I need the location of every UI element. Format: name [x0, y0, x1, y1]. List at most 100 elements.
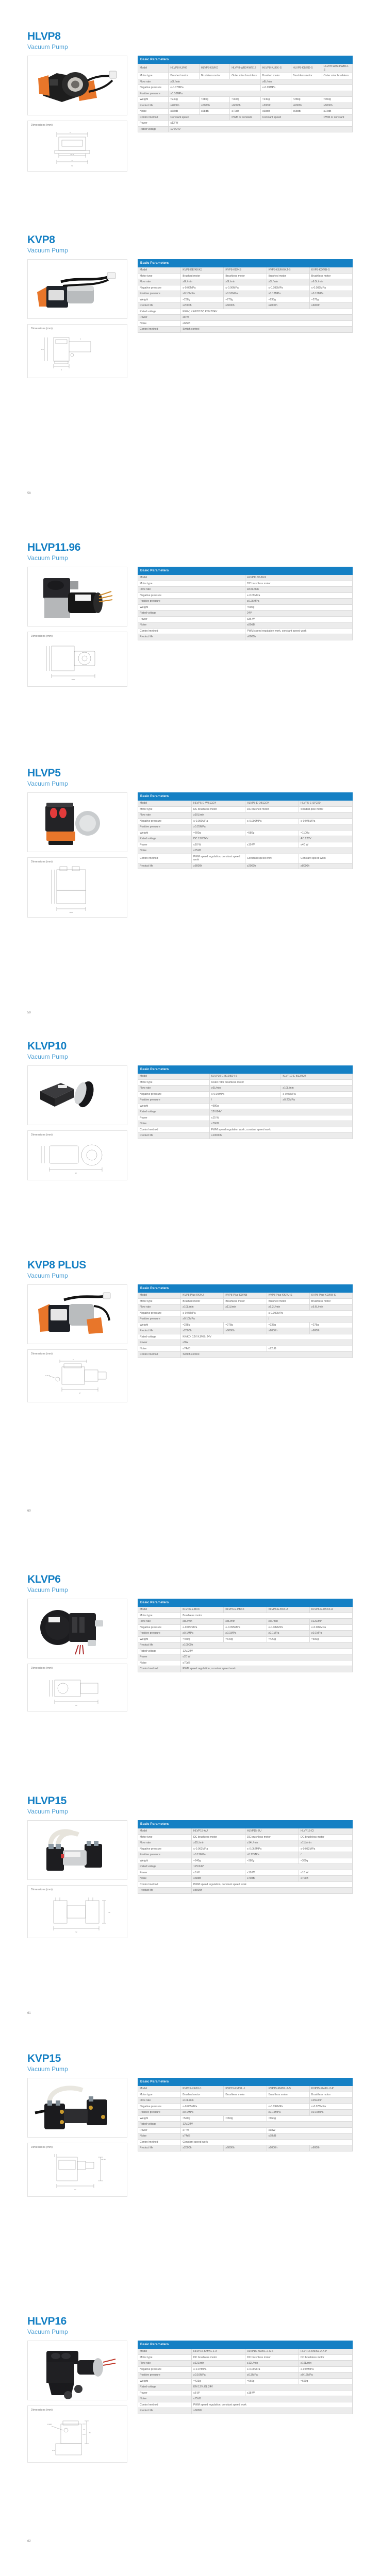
spec-label: Control method: [137, 1351, 181, 1358]
table-row: Positive pressure≥0.10MPa≥0.10MPa≥0.12MP…: [137, 291, 353, 297]
product-title: HLVP5: [27, 767, 61, 779]
product-media-column: Dimensions (mm)116.1: [27, 567, 127, 687]
table-row: Positive pressure≥0.12MPa≥0.12MPa/: [138, 1852, 353, 1858]
dimensions-drawing: 116.1: [31, 865, 124, 915]
product-subtitle: Vacuum Pump: [27, 554, 68, 562]
spec-value: DC brushless motor: [299, 2354, 353, 2361]
product-media-column: Dimensions (mm)86: [27, 1599, 127, 1712]
spec-label: Flow rate: [137, 1618, 181, 1625]
spec-label: Control method: [138, 1126, 210, 1133]
spec-value: ≈278g: [223, 1321, 267, 1329]
spec-value: ≤68dB: [168, 108, 200, 115]
spec-value: ≤12 W: [168, 120, 353, 127]
spec-label: Power: [138, 1869, 192, 1876]
spec-value: ≈238g: [180, 296, 224, 303]
spec-value: ≥0.12MPa: [191, 1852, 245, 1858]
spec-value: ≤-0.07MPa: [299, 2366, 353, 2373]
spec-label: Power: [138, 841, 192, 849]
spec-label: Model: [138, 574, 245, 581]
spec-value: Brushless motor: [223, 2091, 267, 2098]
spec-value: ≥6.3L/min: [266, 1304, 310, 1311]
spec-value: ≥2000h: [260, 102, 292, 109]
table-row: Noise≤68dB: [137, 320, 353, 327]
spec-label: Noise: [138, 1875, 192, 1882]
dimensions-label: Dimensions (mm): [31, 860, 53, 864]
table-row: Negative pressure≤-0.06MPa≤-0.06MPa≤-0.0…: [137, 284, 353, 292]
spec-value: KLVP10-E-B12/B24-S: [209, 1073, 282, 1080]
spec-value: KK/KD: 12V KJ/KB: 24V: [180, 1333, 353, 1341]
spec-label: Positive pressure: [138, 598, 245, 605]
spec-value: ≥2000h: [266, 302, 310, 309]
spec-value: ≤-0.07MPa: [180, 1310, 267, 1317]
svg-text:5: 5: [73, 1359, 74, 1361]
svg-text:116.1: 116.1: [69, 911, 73, 913]
spec-label: Control method: [138, 2401, 192, 2409]
spec-value: ≥10L/min: [180, 1304, 224, 1311]
spec-value: ≥6000h: [199, 102, 230, 109]
spec-value: ≈450g: [223, 2115, 267, 2122]
product-subtitle: Vacuum Pump: [27, 1808, 68, 1816]
spec-label: Motor type: [138, 1834, 192, 1841]
spec-value: ≤-0.062MPa: [191, 1845, 245, 1853]
spec-value: ≥10000h: [209, 1132, 353, 1139]
svg-text:ø30: ø30: [52, 2449, 55, 2451]
dimensions-label: Dimensions (mm): [31, 124, 53, 127]
spec-value: ≈240g: [168, 96, 200, 103]
spec-value: ≥6000h: [245, 634, 353, 640]
spec-value: ≥0.3MPa: [245, 2372, 299, 2379]
spec-value: Constant speed work: [180, 2139, 353, 2146]
spec-value: ≥6L/min: [266, 1618, 310, 1625]
spec-value: HLVP16-KM/KL-1-A: [191, 2348, 245, 2355]
spec-value: ≈600g: [245, 604, 353, 611]
product-subtitle: Vacuum Pump: [27, 43, 68, 51]
spec-value: KLVP6-E-DBXX-A: [309, 1606, 353, 1613]
table-row: Flow rate≥8L/min≥6L/min: [137, 78, 353, 86]
table-row: Weight≈423g≈660g≈660g: [138, 2378, 353, 2385]
spec-value: Constant speed: [168, 114, 230, 121]
spec-value: Brushless motor: [309, 1298, 353, 1305]
spec-label: Noise: [138, 622, 245, 629]
spec-label: Rated voltage: [138, 1863, 192, 1870]
spec-label: Flow rate: [138, 1085, 210, 1092]
table-row: Noise≤68dB≤68dB≤72dB≤68dB≤68dB≤72dB: [137, 108, 353, 115]
table-header: Basic Parameters: [138, 56, 353, 64]
spec-label: Weight: [138, 604, 245, 611]
product-photo: [27, 2341, 127, 2401]
spec-value: ≥0.1MPa: [180, 2109, 267, 2116]
spec-value: ≥6000h: [309, 2145, 353, 2151]
spec-label: Negative pressure: [137, 284, 181, 292]
svg-text:87: 87: [74, 2189, 76, 2191]
spec-value: ≥12L/min: [245, 2360, 299, 2367]
spec-label: Control method: [137, 326, 181, 333]
spec-value: ≥2000h: [266, 1328, 310, 1334]
spec-value: ≥10L/min: [191, 812, 353, 819]
spec-value: ≤68dB: [191, 1875, 245, 1882]
svg-text:46.00: 46.00: [101, 2159, 106, 2161]
spec-value: DC brushless motor: [191, 2354, 245, 2361]
spec-label: Positive pressure: [137, 1630, 181, 1637]
spec-value: ≤8 W: [191, 1869, 245, 1876]
spec-value: ≥2000h: [180, 302, 224, 309]
product-subtitle: Vacuum Pump: [27, 1586, 68, 1594]
spec-label: Noise: [138, 2396, 192, 2402]
table-row: Power≤10 W≤10 W≤40 W: [138, 841, 353, 849]
spec-value: ≥0.10MPa: [168, 90, 353, 97]
table-row: Product life≥2000h≥6000h≥6000h≥2000h≥600…: [137, 102, 353, 109]
spec-value: ≤74dB: [180, 2133, 267, 2140]
spec-label: Weight: [138, 1103, 210, 1110]
spec-value: ≈640g: [223, 1636, 267, 1643]
